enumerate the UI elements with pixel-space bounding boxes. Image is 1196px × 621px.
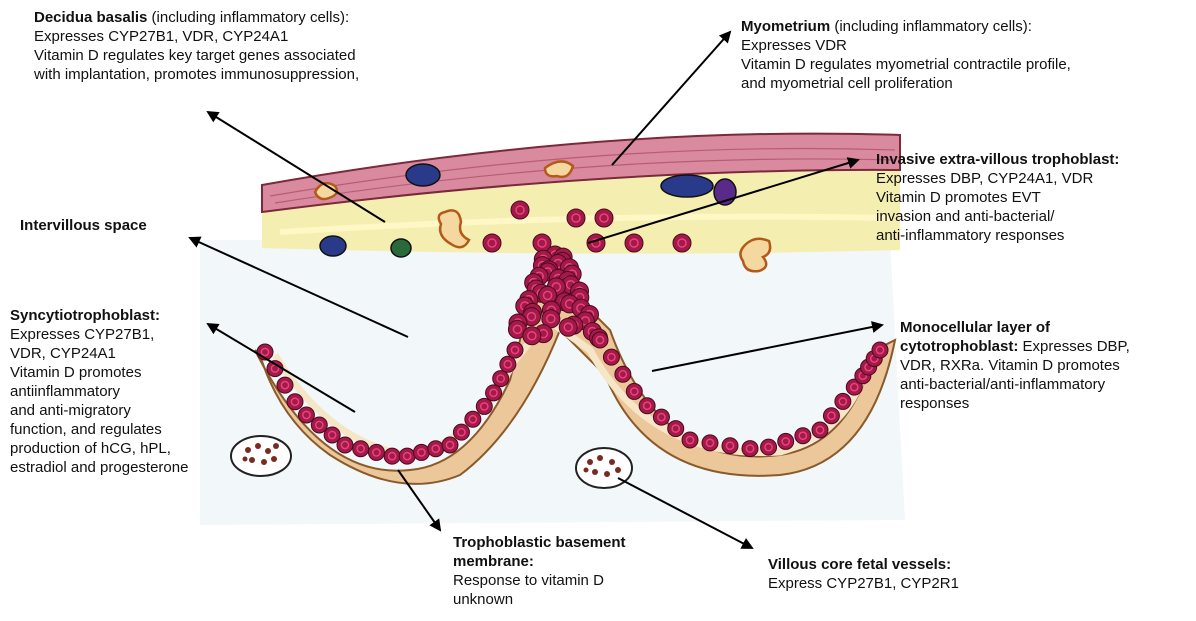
myometrium-line: Vitamin D regulates myometrial contracti… — [741, 55, 1071, 74]
decidua-line: Expresses CYP27B1, VDR, CYP24A1 — [34, 27, 359, 46]
cell — [872, 342, 888, 358]
cell — [823, 408, 839, 424]
cell — [761, 439, 777, 455]
syncytio-title: Syncytiotrophoblast: — [10, 307, 160, 324]
mono-line: VDR, RXRa. Vitamin D promotes — [900, 356, 1130, 375]
cell — [626, 383, 642, 399]
mono-line: anti-bacterial/anti-inflammatory — [900, 375, 1130, 394]
cell — [559, 318, 577, 336]
cell — [511, 201, 529, 219]
myometrium-line: Expresses VDR — [741, 36, 1071, 55]
cell — [368, 444, 384, 460]
mono-line2rest: Expresses DBP, — [1018, 338, 1129, 355]
cell — [567, 209, 585, 227]
cell — [483, 234, 501, 252]
syncytio-line: estradiol and progesterone — [10, 458, 188, 477]
mono-title2: cytotrophoblast: — [900, 338, 1018, 355]
evt-line: Expresses DBP, CYP24A1, VDR — [876, 169, 1119, 188]
cell — [500, 356, 516, 372]
syncytio-line: production of hCG, hPL, — [10, 439, 188, 458]
label-syncytiotrophoblast: Syncytiotrophoblast: Expresses CYP27B1, … — [10, 306, 188, 477]
cell — [795, 428, 811, 444]
tbm-title2: membrane: — [453, 553, 534, 570]
label-trophoblastic-basement-membrane: Trophoblastic basement membrane: Respons… — [453, 533, 626, 609]
cell — [399, 448, 415, 464]
tbm-line: Response to vitamin D — [453, 571, 626, 590]
vcv-title: Villous core fetal vessels: — [768, 556, 951, 573]
cell — [277, 377, 293, 393]
tbm-line: unknown — [453, 590, 626, 609]
cell — [812, 422, 828, 438]
cell — [682, 432, 698, 448]
cell — [486, 385, 502, 401]
cell — [353, 441, 369, 457]
syncytio-line: and anti-migratory — [10, 401, 188, 420]
syncytio-line: VDR, CYP24A1 — [10, 344, 188, 363]
cell — [778, 433, 794, 449]
syncytio-line: function, and regulates — [10, 420, 188, 439]
cell — [413, 444, 429, 460]
cell — [287, 394, 303, 410]
cell — [337, 437, 353, 453]
label-myometrium: Myometrium (including inflammatory cells… — [741, 17, 1071, 93]
myometrium-line: and myometrial cell proliferation — [741, 74, 1071, 93]
cell — [442, 437, 458, 453]
cell — [428, 441, 444, 457]
intervillous-title: Intervillous space — [20, 217, 147, 234]
cell — [523, 327, 541, 345]
evt-line: anti-inflammatory responses — [876, 226, 1119, 245]
cell — [384, 448, 400, 464]
decidua-title: Decidua basalis — [34, 9, 147, 26]
label-cytotrophoblast-layer: Monocellular layer of cytotrophoblast: E… — [900, 318, 1130, 413]
myometrium-suffix: (including inflammatory cells): — [830, 18, 1032, 35]
cell — [835, 393, 851, 409]
decidua-suffix: (including inflammatory cells): — [147, 9, 349, 26]
label-decidua-basalis: Decidua basalis (including inflammatory … — [34, 8, 359, 84]
cell — [465, 411, 481, 427]
cell — [592, 332, 608, 348]
cell — [722, 438, 738, 454]
cell — [595, 209, 613, 227]
cell — [668, 421, 684, 437]
cell — [742, 441, 758, 457]
vcv-line: Express CYP27B1, CYP2R1 — [768, 574, 959, 593]
cell — [653, 409, 669, 425]
cell — [603, 349, 619, 365]
evt-title: Invasive extra-villous trophoblast: — [876, 151, 1119, 168]
evt-line: invasion and anti-bacterial/ — [876, 207, 1119, 226]
villous-core-vessel-left — [231, 436, 291, 476]
cell — [639, 398, 655, 414]
syncytio-line: antiinflammatory — [10, 382, 188, 401]
myometrium-title: Myometrium — [741, 18, 830, 35]
evt-line: Vitamin D promotes EVT — [876, 188, 1119, 207]
cell — [625, 234, 643, 252]
cell — [673, 234, 691, 252]
label-villous-core-vessels: Villous core fetal vessels: Express CYP2… — [768, 555, 959, 593]
cell — [702, 435, 718, 451]
mono-line: responses — [900, 394, 1130, 413]
cell — [493, 371, 509, 387]
tbm-title1: Trophoblastic basement — [453, 534, 626, 551]
cell — [476, 398, 492, 414]
decidua-line: with implantation, promotes immunosuppre… — [34, 65, 359, 84]
cell — [453, 424, 469, 440]
label-intervillous-space: Intervillous space — [20, 216, 147, 235]
cell — [615, 366, 631, 382]
decidua-line: Vitamin D regulates key target genes ass… — [34, 46, 359, 65]
mono-title1: Monocellular layer of — [900, 319, 1050, 336]
label-extravillous-trophoblast: Invasive extra-villous trophoblast: Expr… — [876, 150, 1119, 245]
syncytio-line: Vitamin D promotes — [10, 363, 188, 382]
cell — [507, 342, 523, 358]
syncytio-line: Expresses CYP27B1, — [10, 325, 188, 344]
